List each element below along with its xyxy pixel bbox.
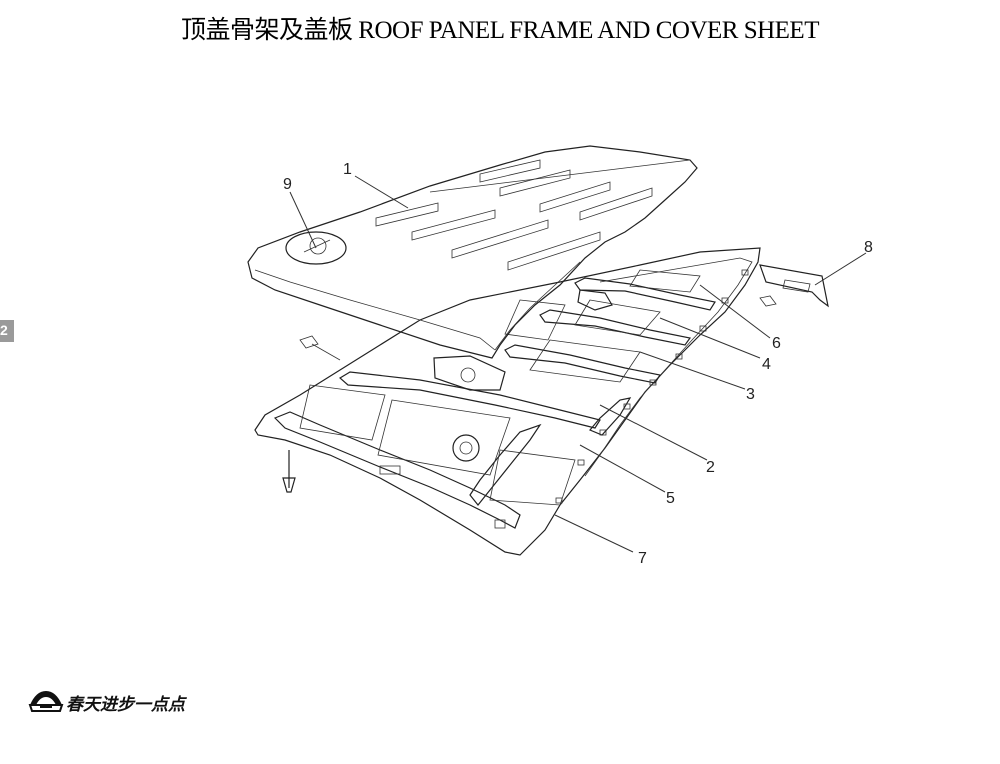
footer-brand-slogan: 春天进步一点点: [66, 695, 185, 715]
callout-6: 6: [772, 335, 781, 352]
callout-8: 8: [864, 239, 873, 256]
callout-leaders: [289, 175, 867, 553]
callout-7: 7: [638, 550, 647, 567]
roof-cover-sheet: [247, 145, 698, 359]
page-title: 顶盖骨架及盖板 ROOF PANEL FRAME AND COVER SHEET: [181, 17, 819, 44]
callout-labels: 1 2 3 4 5 6 7 8 9: [283, 161, 873, 567]
callout-2: 2: [706, 459, 715, 476]
callout-3: 3: [746, 386, 755, 403]
page-tab-label: 2: [0, 322, 8, 338]
page-tab: 2: [0, 320, 14, 342]
callout-5: 5: [666, 490, 675, 507]
callout-9: 9: [283, 176, 292, 193]
front-header-strip: [759, 264, 829, 308]
callout-1: 1: [343, 161, 352, 178]
brand-logo: [28, 691, 64, 712]
callout-4: 4: [762, 356, 771, 373]
